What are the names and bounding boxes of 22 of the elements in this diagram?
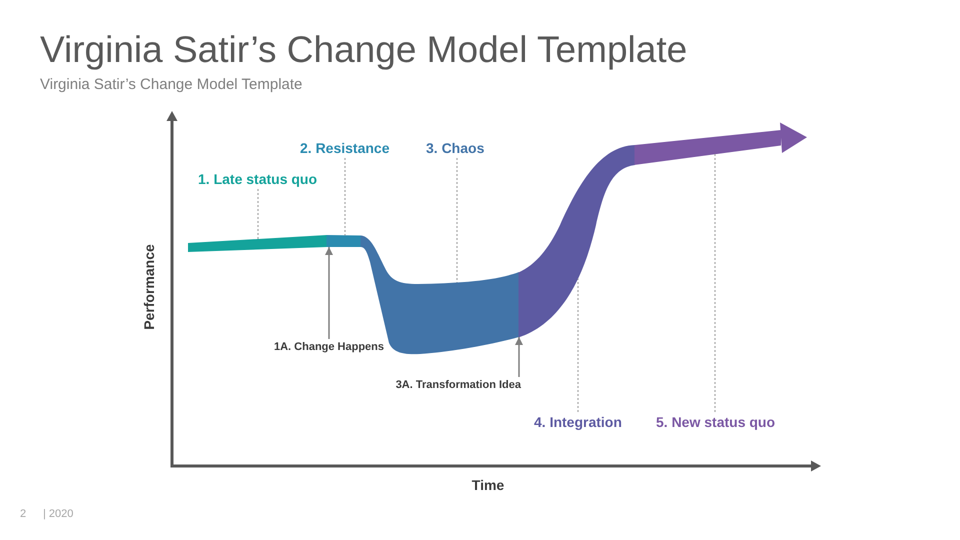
page-number: 2 (20, 509, 26, 520)
annotation-label: 1A. Change Happens (274, 339, 384, 356)
annotation-label: 3A. Transformation Idea (396, 377, 521, 394)
phase-label: 4. Integration (534, 412, 622, 432)
leader-line (456, 158, 458, 283)
phase-label: 1. Late status quo (198, 169, 318, 189)
slide-subtitle: Virginia Satir’s Change Model Template (40, 77, 302, 92)
curve-segment (188, 235, 327, 252)
leader-arrow (325, 247, 333, 339)
footer-text: | 2020 (43, 509, 74, 520)
axis-title: Time (472, 478, 504, 492)
curve-segment (518, 145, 635, 338)
curve-segment (326, 235, 361, 247)
phase-label: 5. New status quo (656, 412, 776, 432)
phase-label: 3. Chaos (426, 138, 484, 158)
leader-line (714, 154, 716, 412)
leader-arrow (515, 337, 523, 377)
slide-title: Virginia Satir’s Change Model Template (40, 31, 688, 68)
axis-title: Performance (142, 244, 156, 330)
leader-line (344, 158, 346, 236)
curve-arrow-segment (634, 122, 807, 165)
phase-label: 2. Resistance (300, 138, 390, 158)
